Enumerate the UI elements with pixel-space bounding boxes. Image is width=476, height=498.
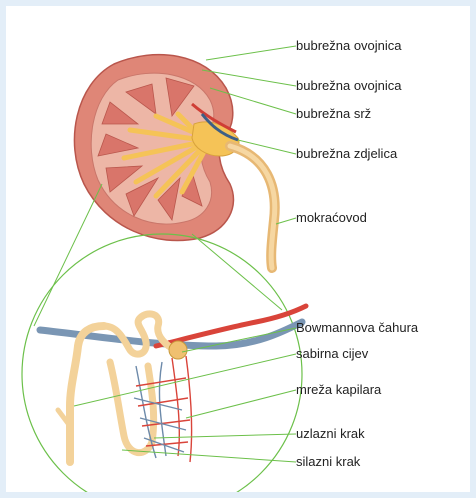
label-ureter: mokraćovod <box>296 210 367 226</box>
label-medulla: bubrežna srž <box>296 106 371 122</box>
label-capsule-1: bubrežna ovojnica <box>296 38 402 54</box>
label-capsule-2: bubrežna ovojnica <box>296 78 402 94</box>
label-ascending-limb: uzlazni krak <box>296 426 365 442</box>
diagram-panel: bubrežna ovojnica bubrežna ovojnica bubr… <box>6 6 470 492</box>
artery-vessel <box>156 306 306 346</box>
label-capillary-network: mreža kapilara <box>296 382 381 398</box>
capillary-network <box>134 356 192 462</box>
label-collecting-duct: sabirna cijev <box>296 346 368 362</box>
label-bowman-capsule: Bowmannova čahura <box>296 320 418 336</box>
nephron <box>40 306 306 462</box>
label-pelvis: bubrežna zdjelica <box>296 146 397 162</box>
convoluted-tubule <box>104 314 176 354</box>
bowman-capsule <box>169 341 187 359</box>
ureter-tube <box>230 146 275 268</box>
kidney <box>74 55 274 268</box>
zoom-line-left <box>34 184 102 326</box>
label-descending-limb: silazni krak <box>296 454 360 470</box>
collecting-duct-tube <box>70 326 104 462</box>
